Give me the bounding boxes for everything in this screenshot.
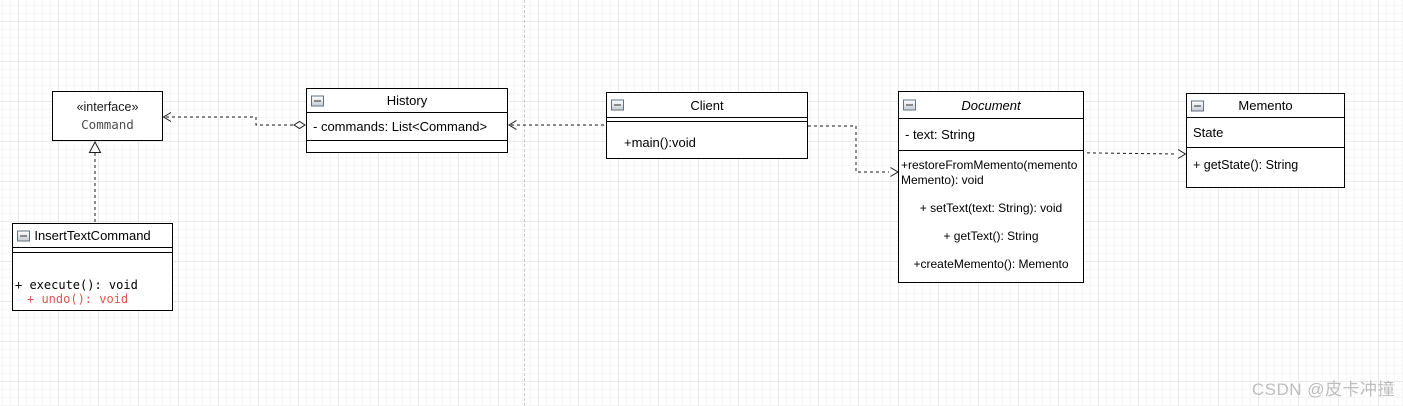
inserttextcommand-header: InsertTextCommand	[13, 224, 172, 248]
command-stereotype-label: «interface»	[76, 100, 139, 114]
history-class-name: History	[386, 93, 428, 108]
attribute-text: - text: String	[905, 127, 976, 142]
memento-methods: + getState(): String	[1187, 148, 1344, 187]
dependency-history-command[interactable]	[162, 112, 306, 130]
inserttextcommand-attributes-empty	[13, 248, 172, 253]
history-attributes: - commands: List<Command>	[307, 113, 507, 141]
memento-attributes: State	[1187, 118, 1344, 148]
client-methods: +main():void	[607, 122, 807, 158]
collapse-icon[interactable]	[1191, 100, 1204, 111]
inserttextcommand-methods: + execute(): void + undo(): void	[13, 253, 172, 310]
dependency-client-document[interactable]	[808, 125, 899, 177]
collapse-icon[interactable]	[903, 99, 916, 111]
document-attributes: - text: String	[899, 119, 1083, 151]
realization-inserttextcommand-command[interactable]	[88, 140, 102, 223]
method-undo: + undo(): void	[27, 292, 129, 306]
memento-header: Memento	[1187, 94, 1344, 118]
watermark: CSDN @皮卡冲撞	[1251, 380, 1395, 399]
method-restorefrommemento: +restoreFromMemento(memento Memento): vo…	[901, 158, 1078, 187]
collapse-icon[interactable]	[611, 99, 624, 111]
method-main: +main():void	[624, 135, 696, 150]
class-history[interactable]: History - commands: List<Command>	[306, 88, 508, 153]
history-methods-empty	[307, 141, 507, 152]
class-memento[interactable]: Memento State + getState(): String	[1186, 93, 1345, 188]
class-client[interactable]: Client +main():void	[606, 92, 808, 159]
collapse-icon[interactable]	[17, 230, 30, 241]
class-command-interface[interactable]: «interface» Command	[52, 91, 163, 141]
method-getstate: + getState(): String	[1193, 158, 1299, 172]
client-class-name: Client	[690, 97, 724, 113]
collapse-icon[interactable]	[311, 95, 324, 106]
attribute-commands: - commands: List<Command>	[313, 119, 488, 134]
history-header: History	[307, 89, 507, 113]
attribute-state: State	[1193, 125, 1224, 140]
document-class-name: Document	[961, 97, 1021, 113]
page-boundary-divider	[524, 0, 525, 406]
client-header: Client	[607, 93, 807, 118]
client-attributes-empty	[607, 118, 807, 122]
document-methods: +restoreFromMemento(memento Memento): vo…	[899, 151, 1083, 282]
inserttextcommand-class-name: InsertTextCommand	[34, 228, 151, 243]
method-execute: + execute(): void	[15, 278, 138, 292]
class-document[interactable]: Document - text: String +restoreFromMeme…	[898, 91, 1084, 283]
memento-class-name: Memento	[1238, 98, 1293, 113]
method-gettext: + getText(): String	[943, 229, 1039, 243]
method-creatememento: +createMemento(): Memento	[913, 257, 1069, 271]
class-inserttextcommand[interactable]: InsertTextCommand + execute(): void + un…	[12, 223, 173, 311]
command-class-name: Command	[81, 117, 134, 132]
method-settext: + setText(text: String): void	[919, 201, 1063, 215]
document-header: Document	[899, 92, 1083, 119]
